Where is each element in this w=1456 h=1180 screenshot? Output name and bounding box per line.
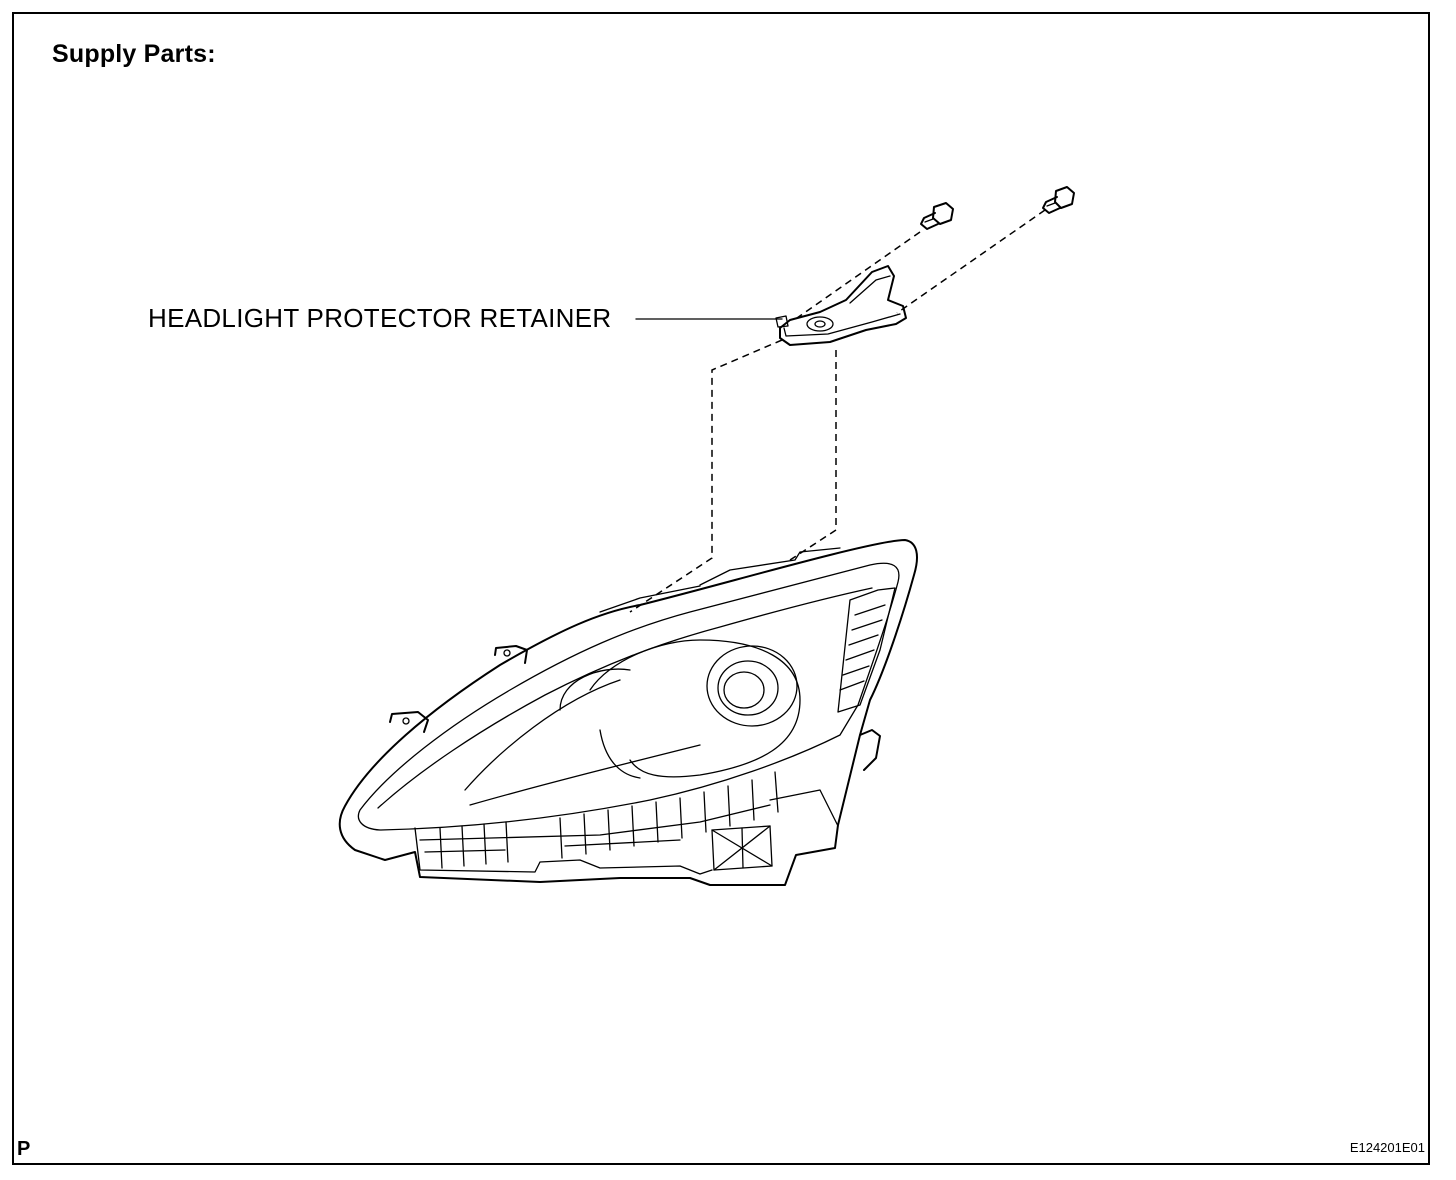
retainer-callout-label: HEADLIGHT PROTECTOR RETAINER <box>148 303 612 333</box>
installation-guide-lines <box>629 209 1046 613</box>
page-title: Supply Parts: <box>52 40 216 68</box>
figure-code: E124201E01 <box>1349 1140 1425 1155</box>
screw-icon <box>1042 186 1075 214</box>
retainer-bracket-icon <box>775 265 907 346</box>
diagram-frame <box>12 12 1430 1165</box>
page-marker: P <box>17 1138 31 1160</box>
screw-icon <box>920 202 954 230</box>
headlight-assembly-icon <box>338 539 918 886</box>
